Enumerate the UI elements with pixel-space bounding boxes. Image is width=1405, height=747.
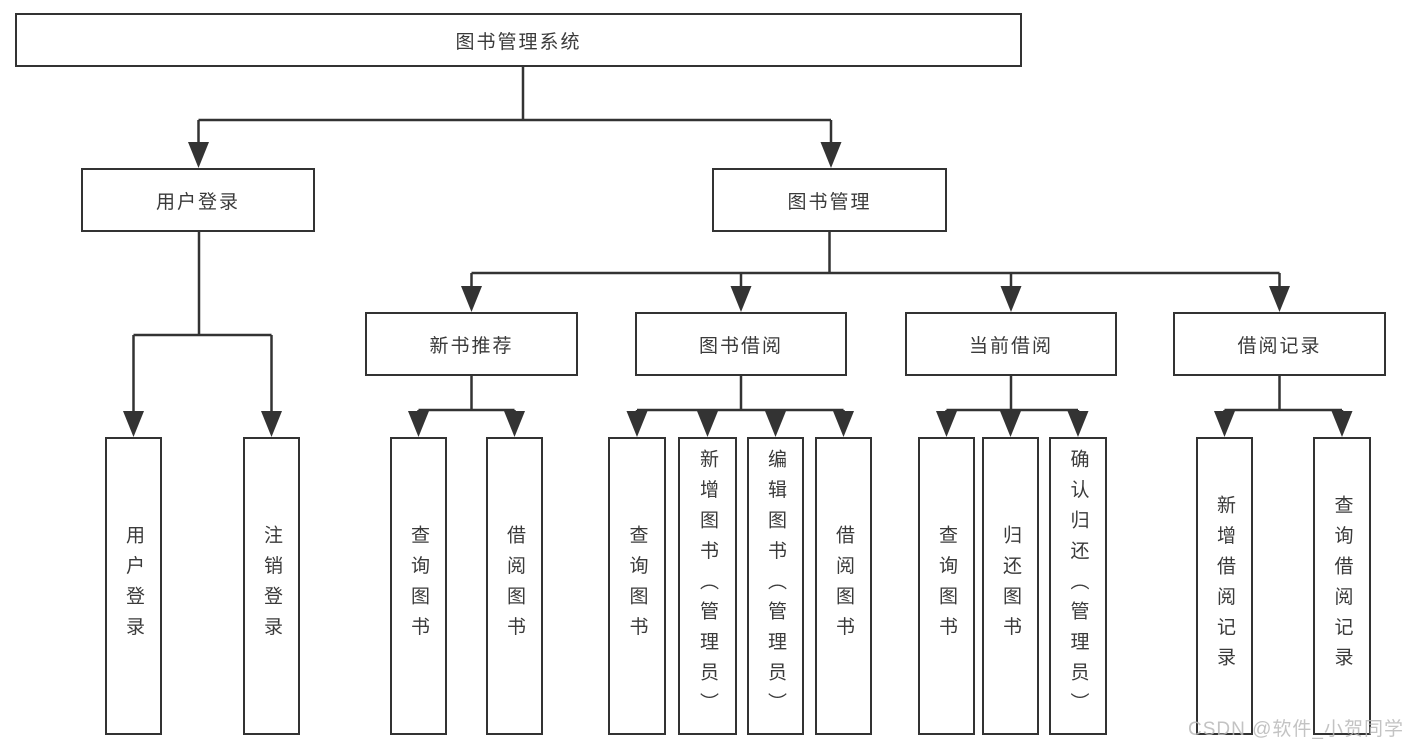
leaf-user-login: 用户登录 xyxy=(105,437,162,735)
leaf-current-confirm-return-admin: 确认归还（管理员） xyxy=(1049,437,1107,735)
node-book-management: 图书管理 xyxy=(712,168,947,232)
node-borrow-records: 借阅记录 xyxy=(1173,312,1386,376)
leaf-borrow-borrow-books: 借阅图书 xyxy=(815,437,872,735)
node-user-login: 用户登录 xyxy=(81,168,315,232)
leaf-current-query-books: 查询图书 xyxy=(918,437,975,735)
node-book-borrow: 图书借阅 xyxy=(635,312,847,376)
leaf-borrow-add-books-admin: 新增图书（管理员） xyxy=(678,437,737,735)
leaf-records-query-borrow-record: 查询借阅记录 xyxy=(1313,437,1371,735)
leaf-newbooks-query-books: 查询图书 xyxy=(390,437,447,735)
node-current-borrow: 当前借阅 xyxy=(905,312,1117,376)
leaf-borrow-edit-books-admin: 编辑图书（管理员） xyxy=(747,437,804,735)
leaf-records-add-borrow-record: 新增借阅记录 xyxy=(1196,437,1253,735)
leaf-borrow-query-books: 查询图书 xyxy=(608,437,666,735)
arrowheads xyxy=(123,142,1353,437)
leaf-logout-login: 注销登录 xyxy=(243,437,300,735)
node-new-book-recommend: 新书推荐 xyxy=(365,312,578,376)
leaf-current-return-books: 归还图书 xyxy=(982,437,1039,735)
leaf-newbooks-borrow-books: 借阅图书 xyxy=(486,437,543,735)
csdn-watermark: CSDN @软件_小贺同学 xyxy=(1188,719,1404,740)
node-root: 图书管理系统 xyxy=(15,13,1022,67)
